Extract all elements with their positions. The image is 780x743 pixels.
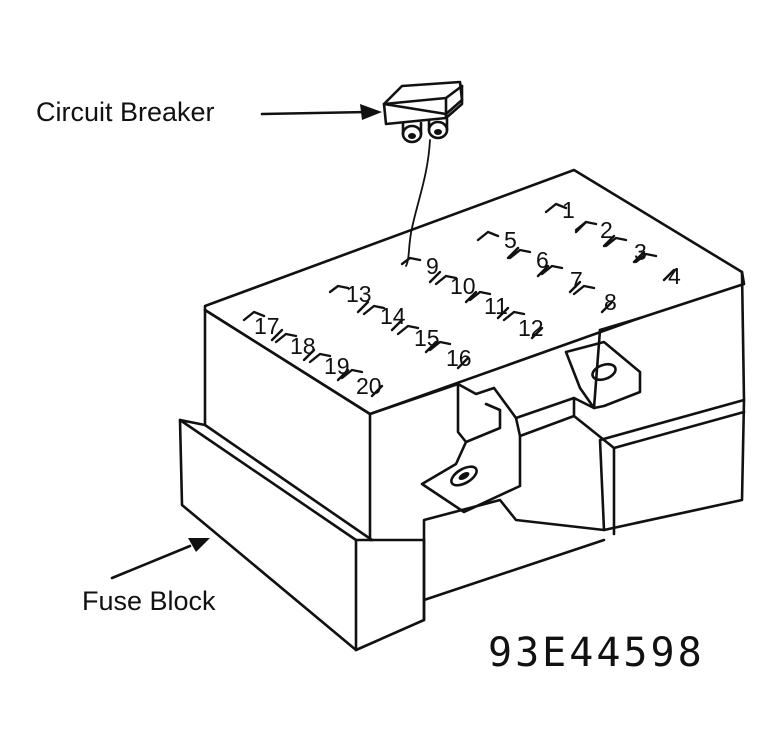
fuse-block-arrow-line <box>110 544 192 580</box>
fuse-slot-numbers: 1 2 3 4 5 6 7 8 9 10 11 12 13 14 15 16 1… <box>254 197 681 399</box>
slot-number-17: 17 <box>254 313 280 339</box>
slot-number-2: 2 <box>600 217 613 243</box>
circuit-breaker <box>382 80 464 144</box>
slot-number-1: 1 <box>562 197 575 223</box>
fuse-block-right-edge <box>740 270 746 402</box>
fuse-block-callout: Fuse Block <box>82 538 216 616</box>
slot-number-9: 9 <box>426 253 439 279</box>
bracket-mount-hole-lower <box>450 465 478 487</box>
slot-number-13: 13 <box>346 281 372 307</box>
slot-number-7: 7 <box>570 267 583 293</box>
fuse-slot-marks <box>242 202 676 398</box>
slot-number-10: 10 <box>450 273 476 299</box>
slot-number-6: 6 <box>536 247 549 273</box>
fuse-block-left-edge <box>203 308 374 542</box>
slot-number-3: 3 <box>634 239 647 265</box>
slot-number-8: 8 <box>604 289 617 315</box>
breaker-leader-line <box>405 139 431 267</box>
fuse-block <box>178 168 746 652</box>
slot-number-20: 20 <box>356 373 382 399</box>
circuit-breaker-callout: Circuit Breaker <box>36 97 382 127</box>
slot-number-11: 11 <box>484 293 508 319</box>
circuit-breaker-label: Circuit Breaker <box>36 97 215 127</box>
fuse-block-base-right <box>598 398 746 532</box>
bracket-tab-upper <box>564 340 642 410</box>
circuit-breaker-arrow-line <box>260 110 370 116</box>
mounting-bracket <box>420 382 522 514</box>
slot-number-4: 4 <box>668 263 681 289</box>
fuse-block-label: Fuse Block <box>82 586 216 616</box>
fuse-block-base-left <box>178 418 426 652</box>
slot-number-16: 16 <box>446 345 472 371</box>
slot-number-12: 12 <box>518 315 544 341</box>
bracket-mount-hole-upper <box>591 362 617 382</box>
slot-number-14: 14 <box>380 303 406 329</box>
slot-number-18: 18 <box>290 333 316 359</box>
circuit-breaker-arrow-head <box>360 104 382 120</box>
slot-number-15: 15 <box>414 325 440 351</box>
figure-id: 93E44598 <box>488 630 705 676</box>
slot-number-5: 5 <box>504 227 517 253</box>
fuse-block-front-edge <box>203 308 372 542</box>
slot-number-19: 19 <box>324 353 350 379</box>
fuse-block-arrow-head <box>188 538 210 552</box>
